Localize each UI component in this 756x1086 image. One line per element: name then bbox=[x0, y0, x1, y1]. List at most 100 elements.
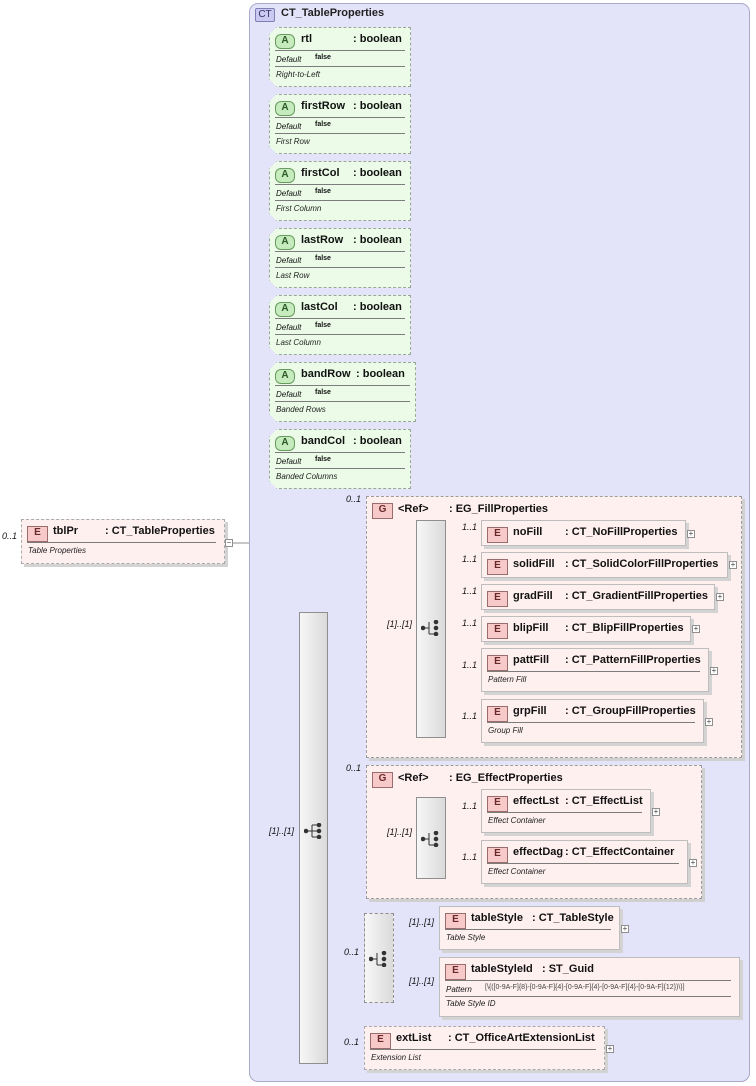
element-cardinality: 1..1 bbox=[462, 711, 478, 721]
attribute-separator bbox=[275, 117, 405, 118]
element-cardinality: 1..1 bbox=[462, 522, 478, 532]
default-value: false bbox=[315, 255, 331, 262]
attribute-firstRow[interactable]: A firstRow : boolean Default false First… bbox=[269, 94, 411, 154]
expand-icon[interactable]: + bbox=[692, 624, 700, 633]
attribute-doc: Last Row bbox=[276, 271, 310, 280]
attribute-name: lastRow bbox=[301, 234, 344, 246]
element-grpFill[interactable]: E grpFill : CT_GroupFillProperties Group… bbox=[481, 699, 704, 743]
effect-choice-compositor[interactable] bbox=[416, 797, 446, 879]
element-blipFill[interactable]: E blipFill : CT_BlipFillProperties bbox=[481, 616, 691, 642]
attribute-tag: A bbox=[275, 235, 295, 250]
default-label: Default bbox=[276, 323, 302, 332]
attribute-name: firstRow bbox=[301, 100, 345, 112]
element-tblPr[interactable]: E tblPr : CT_TableProperties Table Prope… bbox=[21, 519, 225, 564]
sequence-cardinality: [1]..[1] bbox=[269, 826, 295, 836]
attribute-separator bbox=[275, 251, 405, 252]
element-cardinality: 1..1 bbox=[462, 660, 478, 670]
default-label: Default bbox=[276, 55, 302, 64]
default-value: false bbox=[315, 188, 331, 195]
element-cardinality: 1..1 bbox=[462, 586, 478, 596]
attribute-bandCol[interactable]: A bandCol : boolean Default false Banded… bbox=[269, 429, 411, 489]
element-separator bbox=[487, 812, 642, 813]
element-doc: Table Properties bbox=[28, 546, 86, 555]
attribute-lastRow[interactable]: A lastRow : boolean Default false Last R… bbox=[269, 228, 411, 288]
element-solidFill[interactable]: E solidFill : CT_SolidColorFillPropertie… bbox=[481, 552, 728, 578]
default-label: Default bbox=[276, 390, 302, 399]
attribute-tag: A bbox=[275, 101, 295, 116]
expand-icon[interactable]: + bbox=[687, 529, 695, 538]
expand-icon[interactable]: + bbox=[652, 807, 660, 816]
element-type: : CT_EffectContainer bbox=[565, 846, 675, 858]
default-value: false bbox=[315, 121, 331, 128]
element-tag: E bbox=[487, 591, 508, 607]
element-tag: E bbox=[487, 706, 508, 722]
attribute-separator bbox=[275, 50, 405, 51]
default-label: Default bbox=[276, 189, 302, 198]
expand-icon[interactable]: + bbox=[705, 717, 713, 726]
element-name: blipFill bbox=[513, 622, 549, 634]
element-tag: E bbox=[27, 526, 48, 542]
choice-icon bbox=[421, 831, 439, 847]
element-cardinality: 1..1 bbox=[462, 618, 478, 628]
element-doc: Table Style bbox=[446, 933, 486, 942]
expand-icon[interactable]: + bbox=[606, 1044, 614, 1053]
element-doc: Group Fill bbox=[488, 726, 523, 735]
attribute-type: : boolean bbox=[353, 100, 402, 112]
element-type: : CT_EffectList bbox=[565, 795, 643, 807]
attribute-separator bbox=[275, 334, 405, 335]
attribute-name: bandCol bbox=[301, 435, 345, 447]
element-gradFill[interactable]: E gradFill : CT_GradientFillProperties bbox=[481, 584, 715, 610]
expand-icon[interactable]: + bbox=[729, 560, 737, 569]
attribute-doc: First Row bbox=[276, 137, 310, 146]
main-sequence-compositor[interactable] bbox=[299, 612, 328, 1064]
root-cardinality: 0..1 bbox=[2, 531, 18, 541]
expand-icon[interactable]: + bbox=[689, 858, 697, 867]
element-tableStyleId[interactable]: E tableStyleId : ST_Guid Pattern [\{([0-… bbox=[439, 957, 740, 1017]
element-noFill[interactable]: E noFill : CT_NoFillProperties bbox=[481, 520, 686, 546]
attribute-separator bbox=[275, 452, 405, 453]
element-separator bbox=[445, 929, 611, 930]
element-separator bbox=[445, 996, 731, 997]
attribute-firstCol[interactable]: A firstCol : boolean Default false First… bbox=[269, 161, 411, 221]
element-tag: E bbox=[487, 847, 508, 863]
attribute-lastCol[interactable]: A lastCol : boolean Default false Last C… bbox=[269, 295, 411, 355]
element-cardinality: 1..1 bbox=[462, 852, 478, 862]
style-choice-cardinality: 0..1 bbox=[344, 947, 360, 957]
attribute-tag: A bbox=[275, 168, 295, 183]
expand-icon[interactable]: + bbox=[621, 924, 629, 933]
element-doc: Pattern Fill bbox=[488, 675, 527, 684]
default-value: false bbox=[315, 389, 331, 396]
element-cardinality: [1]..[1] bbox=[409, 976, 435, 986]
attribute-type: : boolean bbox=[353, 167, 402, 179]
attribute-name: firstCol bbox=[301, 167, 340, 179]
attribute-type: : boolean bbox=[353, 234, 402, 246]
default-value: false bbox=[315, 456, 331, 463]
element-separator bbox=[487, 722, 695, 723]
choice-icon bbox=[369, 951, 387, 967]
element-separator bbox=[487, 671, 700, 672]
attribute-doc: Right-to-Left bbox=[276, 70, 321, 79]
element-pattFill[interactable]: E pattFill : CT_PatternFillProperties Pa… bbox=[481, 648, 709, 692]
element-name: tableStyle bbox=[471, 912, 523, 924]
default-label: Default bbox=[276, 256, 302, 265]
attribute-tag: A bbox=[275, 369, 295, 384]
element-extList[interactable]: E extList : CT_OfficeArtExtensionList Ex… bbox=[364, 1026, 605, 1070]
element-effectLst[interactable]: E effectLst : CT_EffectList Effect Conta… bbox=[481, 789, 651, 833]
default-label: Default bbox=[276, 122, 302, 131]
attribute-rtl[interactable]: A rtl : boolean Default false Right-to-L… bbox=[269, 27, 411, 87]
extlist-cardinality: 0..1 bbox=[344, 1037, 360, 1047]
element-tableStyle[interactable]: E tableStyle : CT_TableStyle Table Style bbox=[439, 906, 620, 950]
element-tag: E bbox=[487, 796, 508, 812]
expand-icon[interactable]: + bbox=[710, 666, 718, 675]
group-name: : EG_FillProperties bbox=[449, 503, 549, 515]
expand-icon[interactable]: + bbox=[716, 592, 724, 601]
element-name: effectLst bbox=[513, 795, 559, 807]
fill-choice-cardinality: [1]..[1] bbox=[387, 619, 413, 629]
pattern-value: [\{([0-9A-F]{8}-[0-9A-F]{4}-[0-9A-F]{4}-… bbox=[485, 984, 685, 991]
attribute-bandRow[interactable]: A bandRow : boolean Default false Banded… bbox=[269, 362, 416, 422]
collapse-icon[interactable]: − bbox=[225, 538, 233, 547]
attribute-name: bandRow bbox=[301, 368, 351, 380]
element-doc: Table Style ID bbox=[446, 999, 496, 1008]
default-value: false bbox=[315, 54, 331, 61]
element-effectDag[interactable]: E effectDag : CT_EffectContainer Effect … bbox=[481, 840, 688, 884]
